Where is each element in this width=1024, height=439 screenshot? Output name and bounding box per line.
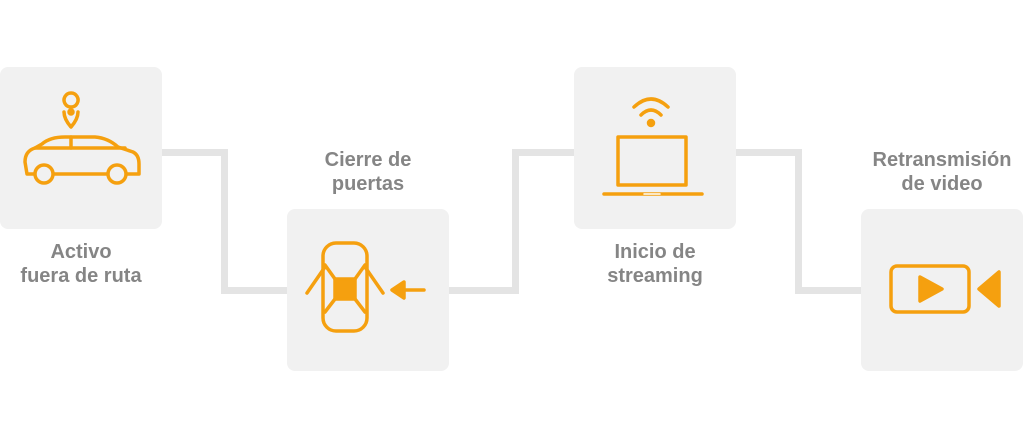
- label-line: Cierre de: [324, 149, 412, 171]
- label-line: streaming: [607, 265, 703, 287]
- car-doors-icon: [305, 241, 426, 333]
- connector: [221, 149, 228, 294]
- label-line: Activo: [50, 241, 112, 263]
- label-line: de video: [901, 173, 983, 195]
- label-line: Inicio de: [614, 241, 696, 263]
- car-location-icon: [23, 91, 141, 185]
- connector: [512, 149, 519, 294]
- step-box-activo: [0, 67, 162, 229]
- video-camera-icon: [889, 264, 1001, 314]
- step-label-cierre: Cierre de puertas: [268, 148, 468, 196]
- connector: [449, 287, 519, 294]
- connector: [795, 149, 802, 294]
- step-box-streaming: [574, 67, 736, 229]
- step-label-retransmision: Retransmisión de video: [842, 148, 1024, 196]
- connector: [795, 287, 861, 294]
- connector: [162, 149, 228, 156]
- connector: [512, 149, 574, 156]
- label-line: fuera de ruta: [20, 265, 142, 287]
- step-box-retransmision: [861, 209, 1023, 371]
- step-box-cierre: [287, 209, 449, 371]
- connector: [736, 149, 802, 156]
- label-line: Retransmisión: [872, 149, 1012, 171]
- step-label-streaming: Inicio de streaming: [555, 240, 755, 288]
- connector: [221, 287, 287, 294]
- laptop-wifi-icon: [602, 97, 704, 196]
- step-label-activo: Activo fuera de ruta: [0, 240, 181, 288]
- label-line: puertas: [331, 173, 405, 195]
